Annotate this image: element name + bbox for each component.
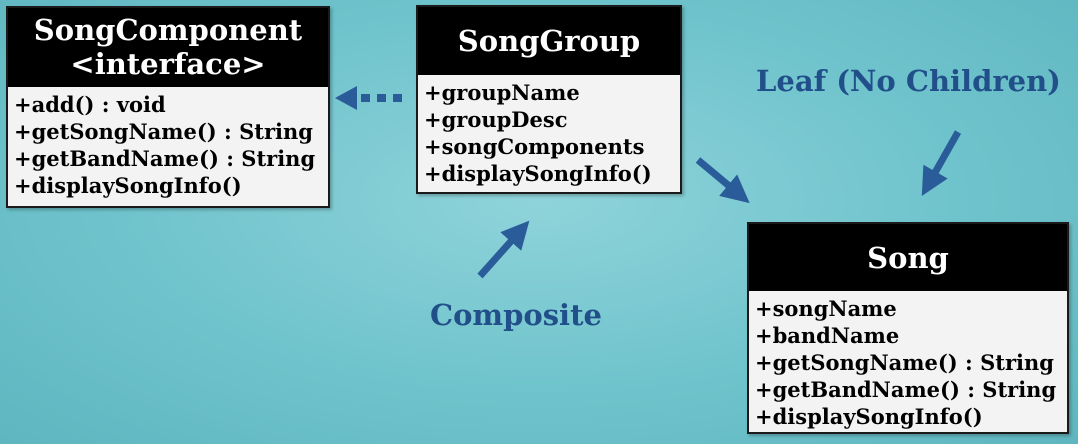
- songgroup-title: SongGroup: [457, 24, 641, 58]
- composite-arrow-icon: [477, 220, 530, 279]
- song-members: +songName +bandName +getSongName() : Str…: [749, 291, 1067, 430]
- song-header: Song: [749, 224, 1067, 291]
- song-member: +getBandName() : String: [755, 377, 1057, 402]
- songcomponent-class-box: SongComponent <interface> +add() : void …: [6, 6, 330, 208]
- songcomponent-title: SongComponent: [33, 13, 303, 47]
- song-member: +getSongName() : String: [755, 350, 1054, 375]
- songgroup-member: +groupName: [424, 80, 580, 105]
- songgroup-member: +groupDesc: [424, 107, 568, 132]
- song-class-box: Song +songName +bandName +getSongName() …: [747, 222, 1069, 434]
- composite-label: Composite: [430, 298, 602, 332]
- songcomponent-members: +add() : void +getSongName() : String +g…: [8, 87, 328, 199]
- songgroup-header: SongGroup: [418, 7, 680, 75]
- arrow-to-song-icon: [695, 157, 750, 204]
- songcomponent-member: +add() : void: [14, 92, 166, 117]
- song-member: +bandName: [755, 323, 900, 348]
- songgroup-class-box: SongGroup +groupName +groupDesc +songCom…: [416, 5, 682, 194]
- songcomponent-member: +getSongName() : String: [14, 119, 313, 144]
- songcomponent-header: SongComponent <interface>: [8, 8, 328, 87]
- songcomponent-member: +displaySongInfo(): [14, 173, 242, 198]
- song-member: +displaySongInfo(): [755, 404, 983, 429]
- songgroup-members: +groupName +groupDesc +songComponents +d…: [418, 75, 680, 187]
- songcomponent-member: +getBandName() : String: [14, 146, 316, 171]
- leaf-arrow-icon: [921, 130, 962, 196]
- leaf-label: Leaf (No Children): [756, 64, 1061, 98]
- song-member: +songName: [755, 296, 897, 321]
- dotted-arrow-icon: [335, 86, 402, 110]
- songgroup-member: +displaySongInfo(): [424, 161, 652, 186]
- song-title: Song: [867, 241, 949, 275]
- songcomponent-stereotype: <interface>: [70, 47, 266, 81]
- songgroup-member: +songComponents: [424, 134, 645, 159]
